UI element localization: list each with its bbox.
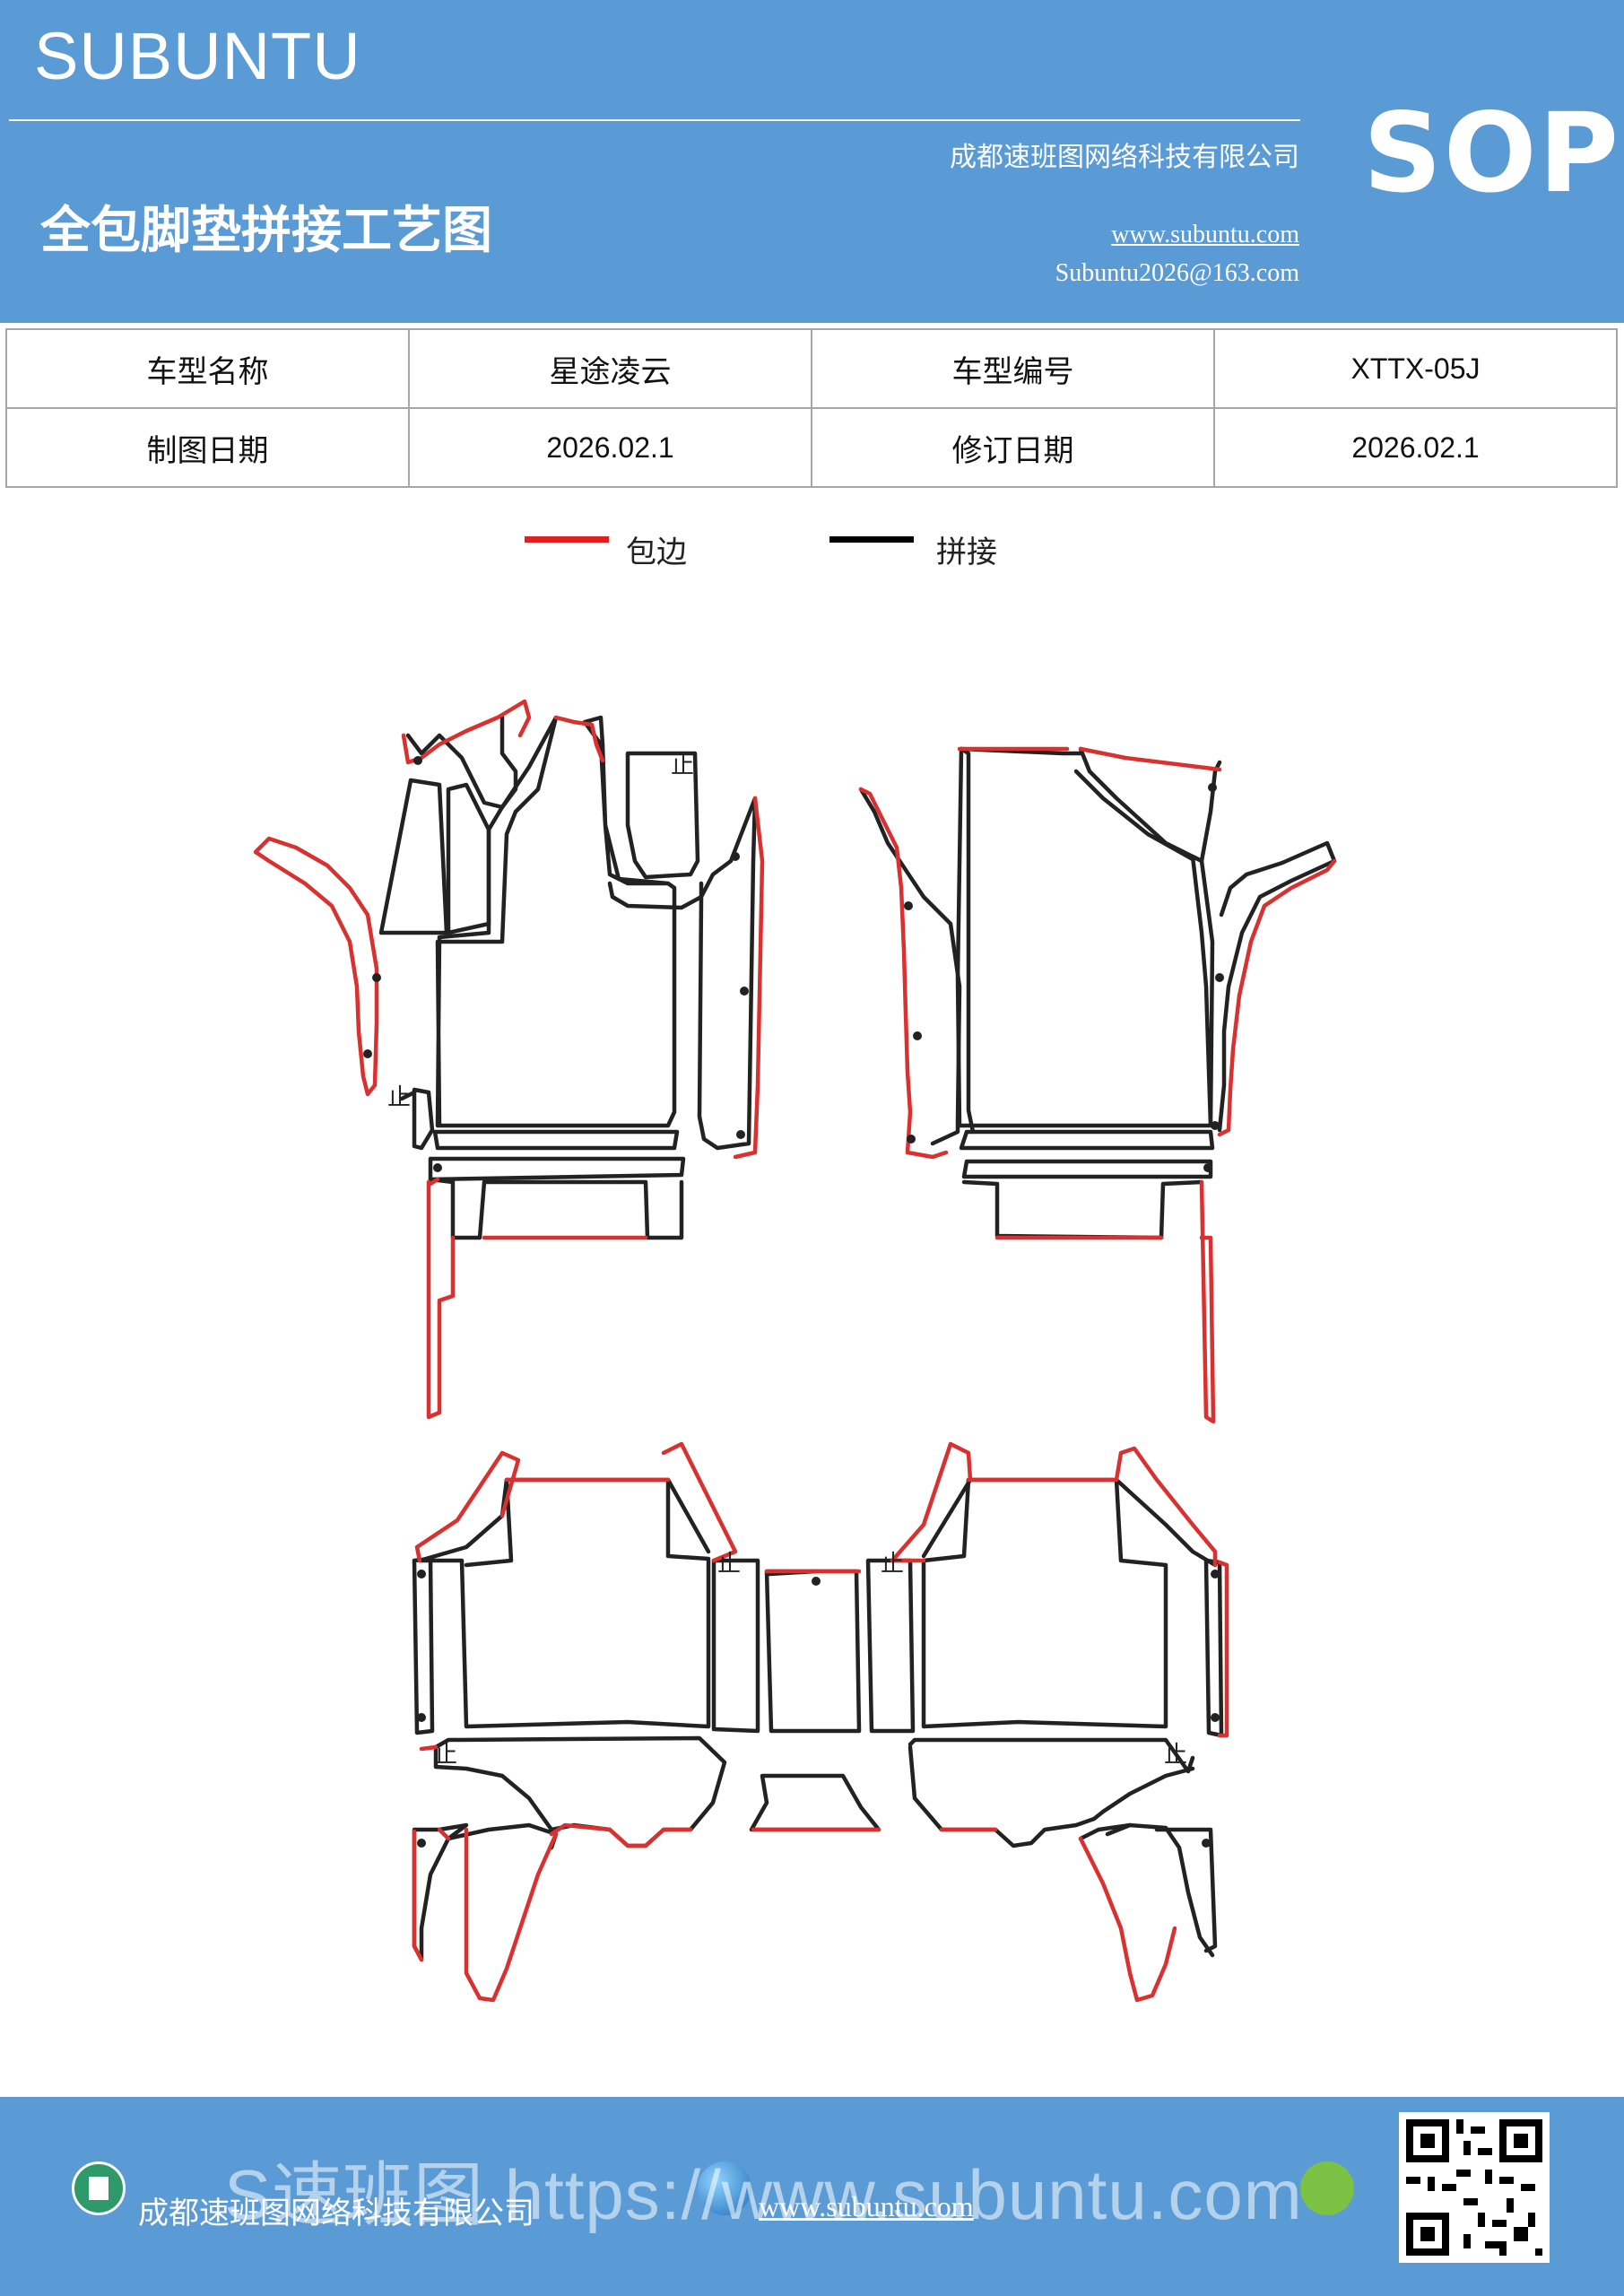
- header-email: Subuntu2026@163.com: [1055, 259, 1299, 287]
- front-left-mat: [253, 699, 765, 1420]
- table-row: 制图日期 2026.02.1 修订日期 2026.02.1: [5, 407, 1618, 488]
- table-row: 车型名称 星途凌云 车型编号 XTTX-05J: [5, 328, 1618, 409]
- floor-mat-diagram: 止 止 止 止 止 止: [253, 699, 1337, 2003]
- value-model-name: 星途凌云: [408, 328, 812, 409]
- front-dots: [363, 756, 1224, 1172]
- legend-seam-swatch: [829, 536, 914, 543]
- label-model-name: 车型名称: [5, 328, 410, 409]
- stop-mark: 止: [881, 1551, 904, 1578]
- stop-mark: 止: [671, 752, 694, 779]
- globe-icon: [698, 2161, 751, 2215]
- vehicle-info-table: 车型名称 星途凌云 车型编号 XTTX-05J 制图日期 2026.02.1 修…: [5, 328, 1618, 488]
- value-revision-date: 2026.02.1: [1213, 407, 1618, 488]
- brand-logo: SUBUNTU: [34, 19, 361, 93]
- front-right-mat: [858, 746, 1337, 1424]
- stop-mark: 止: [387, 1084, 411, 1111]
- footer-banner: [0, 2097, 1624, 2296]
- qr-code: [1399, 2112, 1550, 2263]
- label-model-code: 车型编号: [811, 328, 1215, 409]
- stop-mark: 止: [1164, 1742, 1187, 1769]
- stop-mark: 止: [434, 1742, 457, 1769]
- value-draw-date: 2026.02.1: [408, 407, 812, 488]
- rear-mats: [412, 1441, 1229, 2003]
- wechat-icon: [1300, 2161, 1354, 2215]
- sop-badge: SOP: [1363, 90, 1620, 217]
- header-company: 成都速班图网络科技有限公司: [950, 142, 1299, 173]
- legend-edge-label: 包边: [626, 535, 687, 570]
- building-icon: [72, 2161, 126, 2215]
- label-draw-date: 制图日期: [5, 407, 410, 488]
- stop-mark: 止: [717, 1551, 741, 1578]
- document-title: 全包脚垫拼接工艺图: [40, 202, 492, 260]
- footer-company: 成都速班图网络科技有限公司: [138, 2196, 534, 2231]
- stop-marks: 止 止 止 止 止 止: [387, 752, 1187, 1769]
- footer-website-link[interactable]: www.subuntu.com: [759, 2190, 974, 2222]
- watermark-text: S速班图 https://www.subuntu.com: [224, 2155, 1303, 2234]
- header-website-link[interactable]: www.subuntu.com: [1111, 221, 1299, 248]
- qr-pattern: [1399, 2112, 1550, 2263]
- header-divider: [9, 119, 1300, 121]
- value-model-code: XTTX-05J: [1213, 328, 1618, 409]
- legend-edge-swatch: [525, 536, 609, 543]
- legend-seam-label: 拼接: [936, 535, 997, 570]
- header-banner: [0, 0, 1624, 323]
- label-revision-date: 修订日期: [811, 407, 1215, 488]
